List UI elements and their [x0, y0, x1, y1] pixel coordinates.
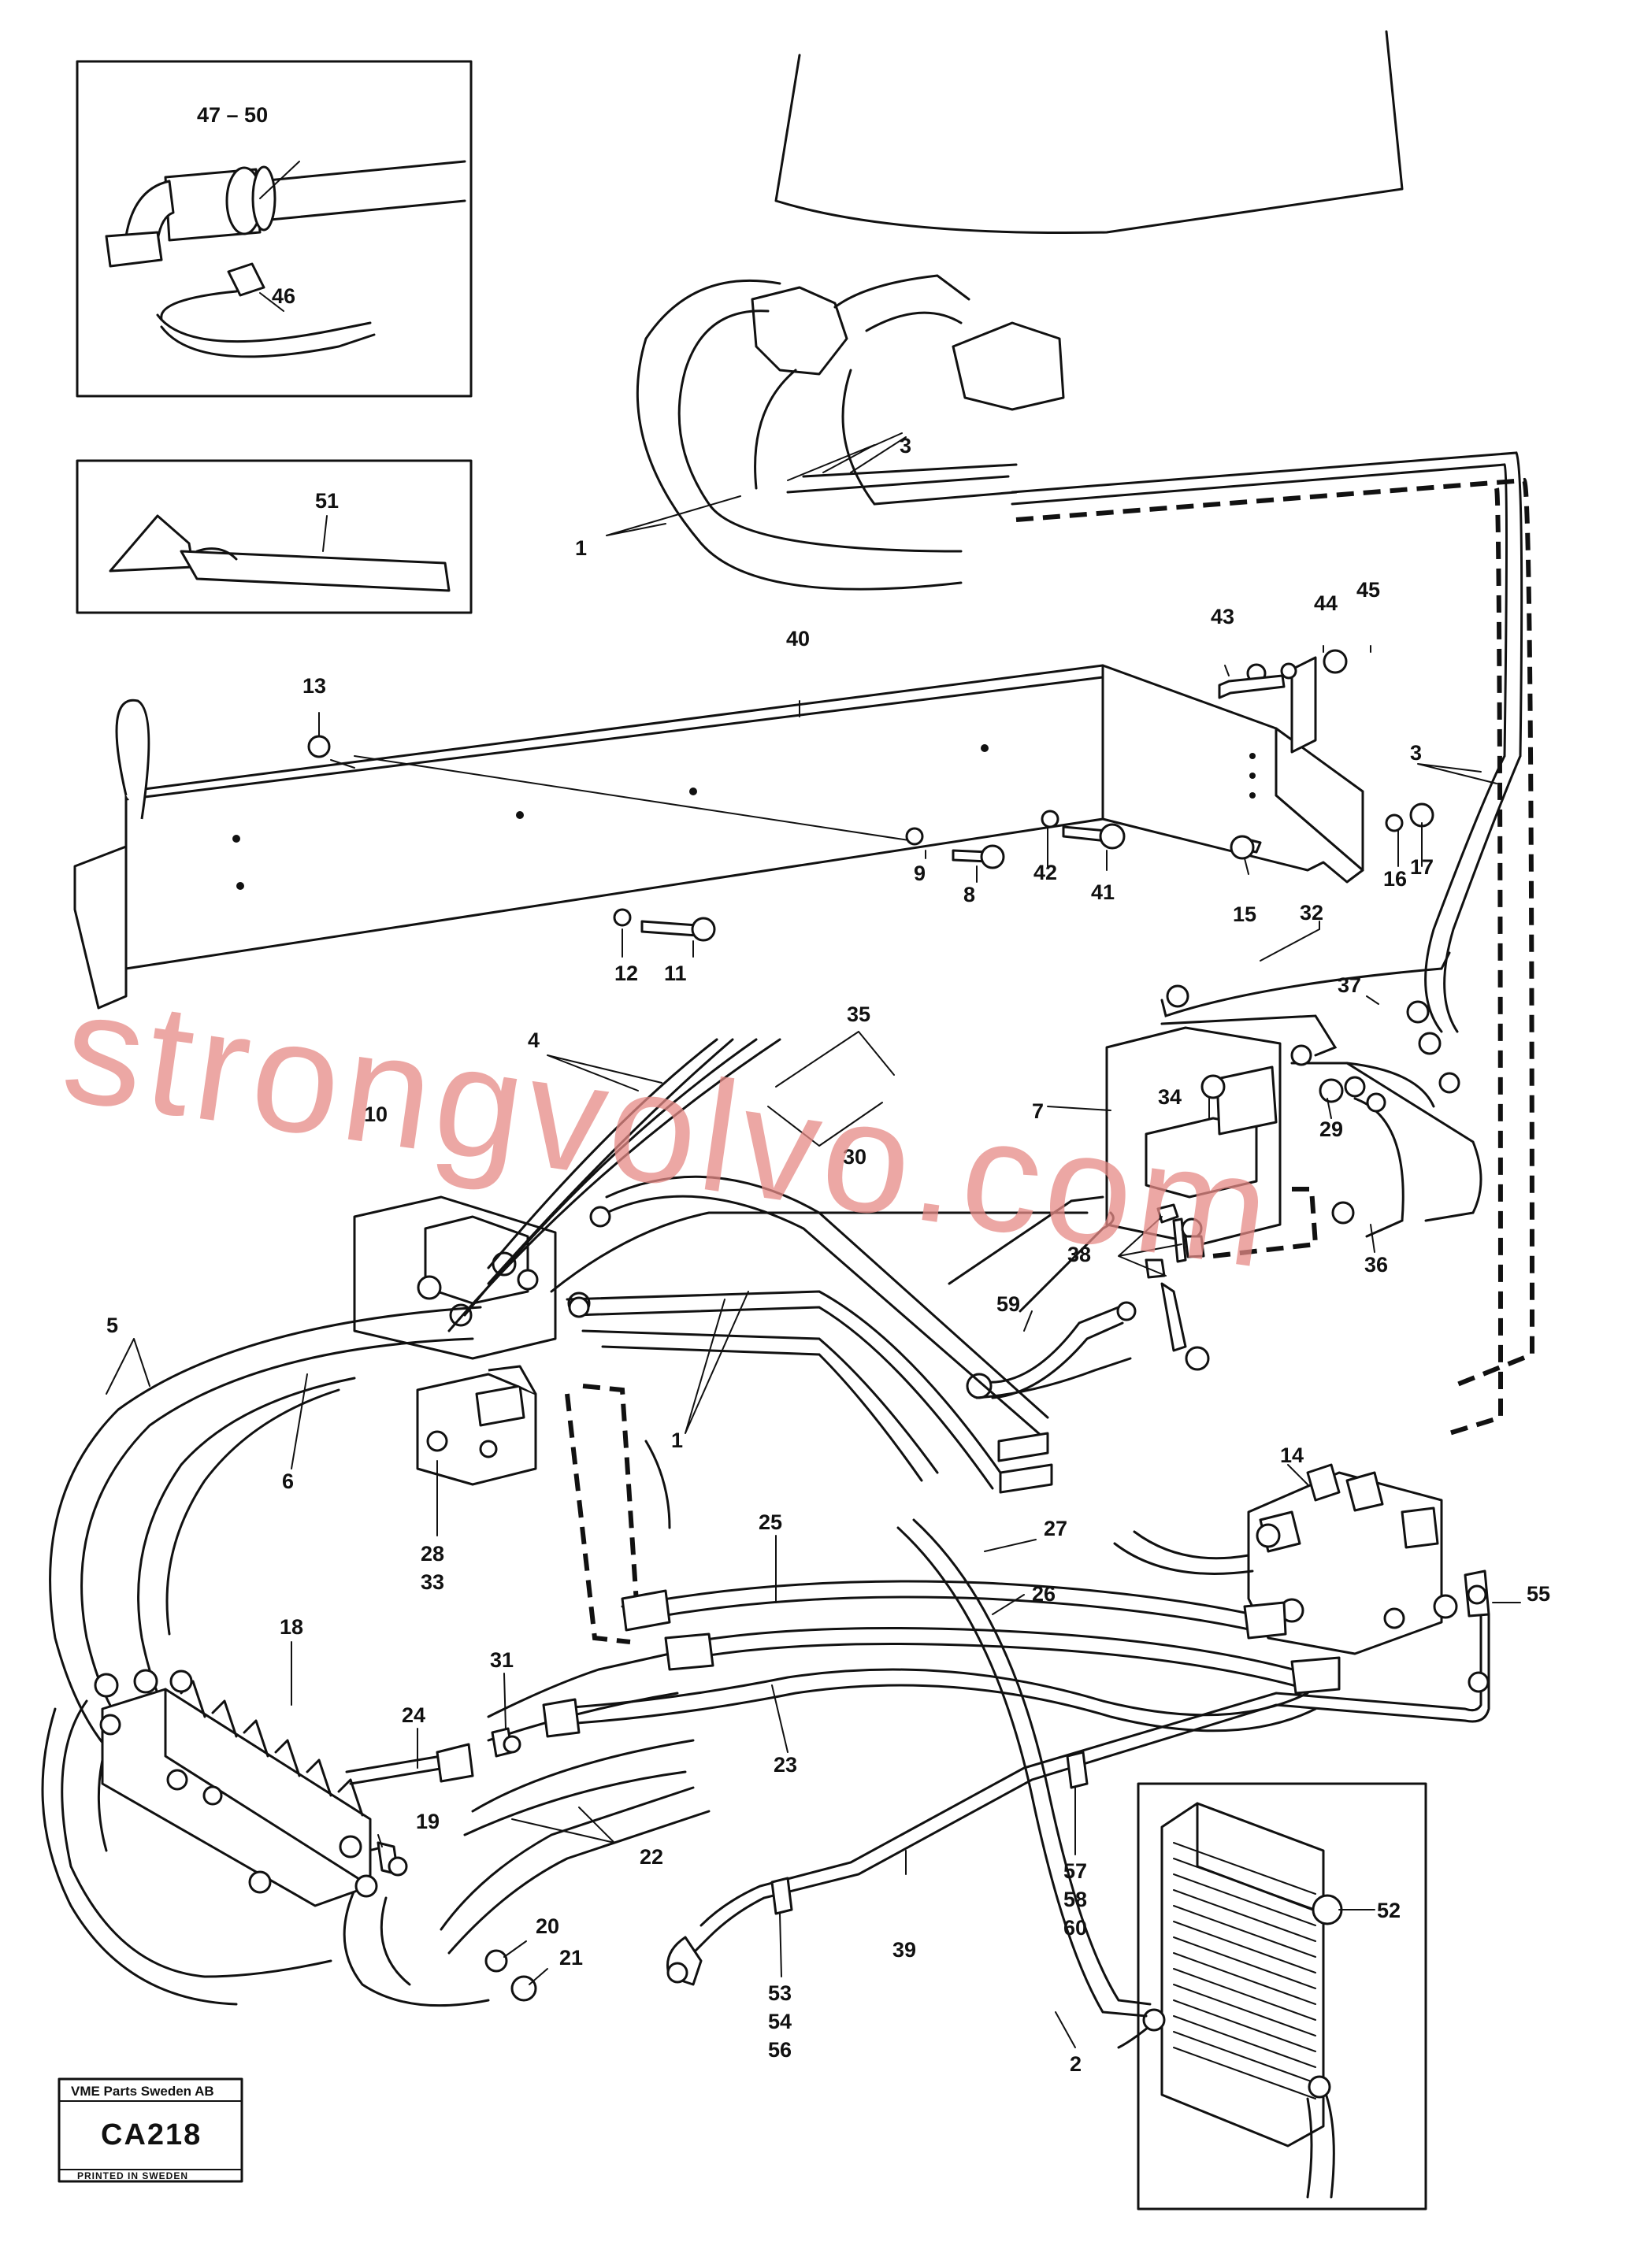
callout-56: 56 [768, 2038, 792, 2062]
callout-22: 22 [640, 1845, 663, 1869]
cab-outline [774, 30, 1404, 234]
callout-2: 2 [1070, 2052, 1082, 2076]
callout-55: 55 [1527, 1582, 1550, 1606]
callout-45: 45 [1356, 578, 1380, 602]
callout-23: 23 [774, 1753, 797, 1777]
callout-15: 15 [1233, 902, 1256, 926]
callout-27: 27 [1044, 1517, 1067, 1540]
watermark-text: strongvolvo.com [54, 958, 1284, 1302]
callout-18: 18 [280, 1615, 303, 1639]
callout-4: 4 [528, 1028, 540, 1052]
callout-28: 28 [421, 1542, 444, 1566]
callout-30: 30 [843, 1145, 866, 1169]
callout-58: 58 [1063, 1888, 1087, 1911]
callout-52: 52 [1377, 1899, 1401, 1922]
callout-29: 29 [1319, 1117, 1343, 1141]
pump-assembly [636, 274, 1065, 591]
mounting-plate [73, 656, 1364, 1010]
callout-19: 19 [416, 1810, 440, 1833]
callout-57: 57 [1063, 1859, 1087, 1883]
callout-39: 39 [892, 1938, 916, 1962]
inset-clamp [76, 459, 473, 614]
hose-2 [896, 1518, 1152, 2018]
callout-51: 51 [315, 489, 339, 513]
callout-44: 44 [1314, 591, 1338, 615]
callout-25: 25 [759, 1510, 782, 1534]
hardware [307, 649, 1434, 942]
callout-13: 13 [302, 674, 326, 698]
fittings-38-59 [966, 1203, 1210, 1399]
callout-10: 10 [364, 1102, 388, 1126]
callout-16: 16 [1383, 867, 1407, 891]
callout-40: 40 [786, 627, 810, 650]
callout-37: 37 [1338, 973, 1361, 997]
pipe-39 [666, 1569, 1490, 1986]
callout-7: 7 [1032, 1099, 1044, 1123]
plate-holes [232, 744, 1256, 890]
callout-53: 53 [768, 1981, 792, 2005]
callout-33: 33 [421, 1570, 444, 1594]
callout-3-right: 3 [1410, 741, 1422, 765]
callout-5: 5 [106, 1314, 118, 1337]
callout-43: 43 [1211, 605, 1234, 628]
callout-20: 20 [536, 1914, 559, 1938]
callout-34: 34 [1158, 1085, 1182, 1109]
callout-1-mid: 1 [671, 1429, 683, 1452]
callout-60: 60 [1063, 1916, 1087, 1940]
callout-36: 36 [1364, 1253, 1388, 1277]
left-hose-loops [41, 1306, 711, 2007]
callout-46: 46 [272, 284, 295, 308]
callout-54: 54 [768, 2010, 792, 2033]
callout-3-top: 3 [900, 434, 911, 458]
callout-59: 59 [996, 1292, 1020, 1316]
callout-9: 9 [914, 862, 926, 885]
title-stamp: VME Parts Sweden AB CA218 PRINTED IN SWE… [58, 2077, 243, 2183]
callout-1-top: 1 [575, 536, 587, 560]
callout-31: 31 [490, 1648, 514, 1672]
callout-47-50: 47 – 50 [197, 103, 268, 127]
hardware-20-21 [484, 1949, 537, 2002]
valve-block-28 [416, 1365, 537, 1486]
callout-labels: 47 – 50 46 51 3 1 40 43 44 45 13 3 9 8 4… [106, 103, 1550, 2076]
callout-24: 24 [402, 1703, 425, 1727]
callout-41: 41 [1091, 880, 1115, 904]
oil-cooler-52 [1117, 1782, 1427, 2211]
stamp-printed: PRINTED IN SWEDEN [77, 2170, 188, 2181]
inset-hose-fitting [76, 60, 473, 398]
callout-32: 32 [1300, 901, 1323, 925]
callout-17: 17 [1410, 855, 1434, 879]
callout-42: 42 [1033, 861, 1057, 884]
callout-11: 11 [664, 962, 687, 985]
callout-6: 6 [282, 1469, 294, 1493]
dashed-reference-lines [565, 1187, 1319, 1644]
callout-8: 8 [963, 883, 975, 906]
callout-21: 21 [559, 1946, 583, 1970]
callout-38: 38 [1067, 1243, 1091, 1266]
callout-26: 26 [1032, 1582, 1056, 1606]
callout-14: 14 [1280, 1443, 1304, 1467]
valve-block-7 [1105, 951, 1482, 1246]
callout-35: 35 [847, 1002, 870, 1026]
manifold-18 [94, 1669, 408, 1907]
callout-12: 12 [614, 962, 638, 985]
valve-14-and-hoses [345, 1463, 1458, 1785]
stamp-company: VME Parts Sweden AB [71, 2084, 214, 2099]
stamp-code: CA218 [101, 2118, 202, 2151]
right-side-hoses [1011, 451, 1535, 1436]
valve-block-10 [353, 1195, 591, 1360]
leader-lines [106, 444, 1521, 2048]
hose-bundle-1-4 [447, 1038, 1132, 1494]
